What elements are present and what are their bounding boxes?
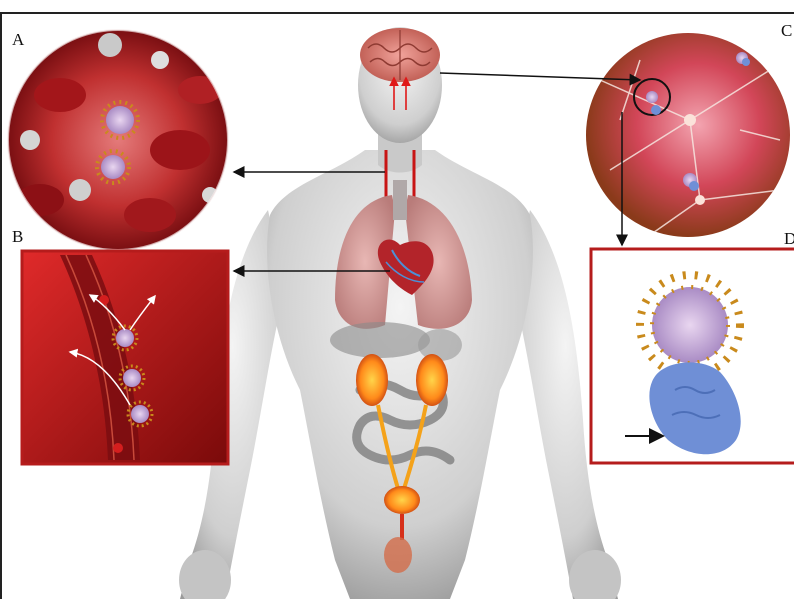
panel-c	[586, 33, 790, 237]
panel-label-a: A	[12, 31, 24, 48]
genital-region	[384, 537, 412, 573]
panel-d	[591, 249, 794, 463]
bladder	[384, 486, 420, 514]
panel-b	[22, 251, 228, 464]
stomach	[418, 329, 462, 361]
panel-a	[8, 30, 228, 250]
panel-label-d: D	[784, 230, 794, 247]
panel-label-b: B	[12, 228, 23, 245]
liver	[330, 322, 430, 358]
panel-label-c: C	[781, 22, 792, 39]
